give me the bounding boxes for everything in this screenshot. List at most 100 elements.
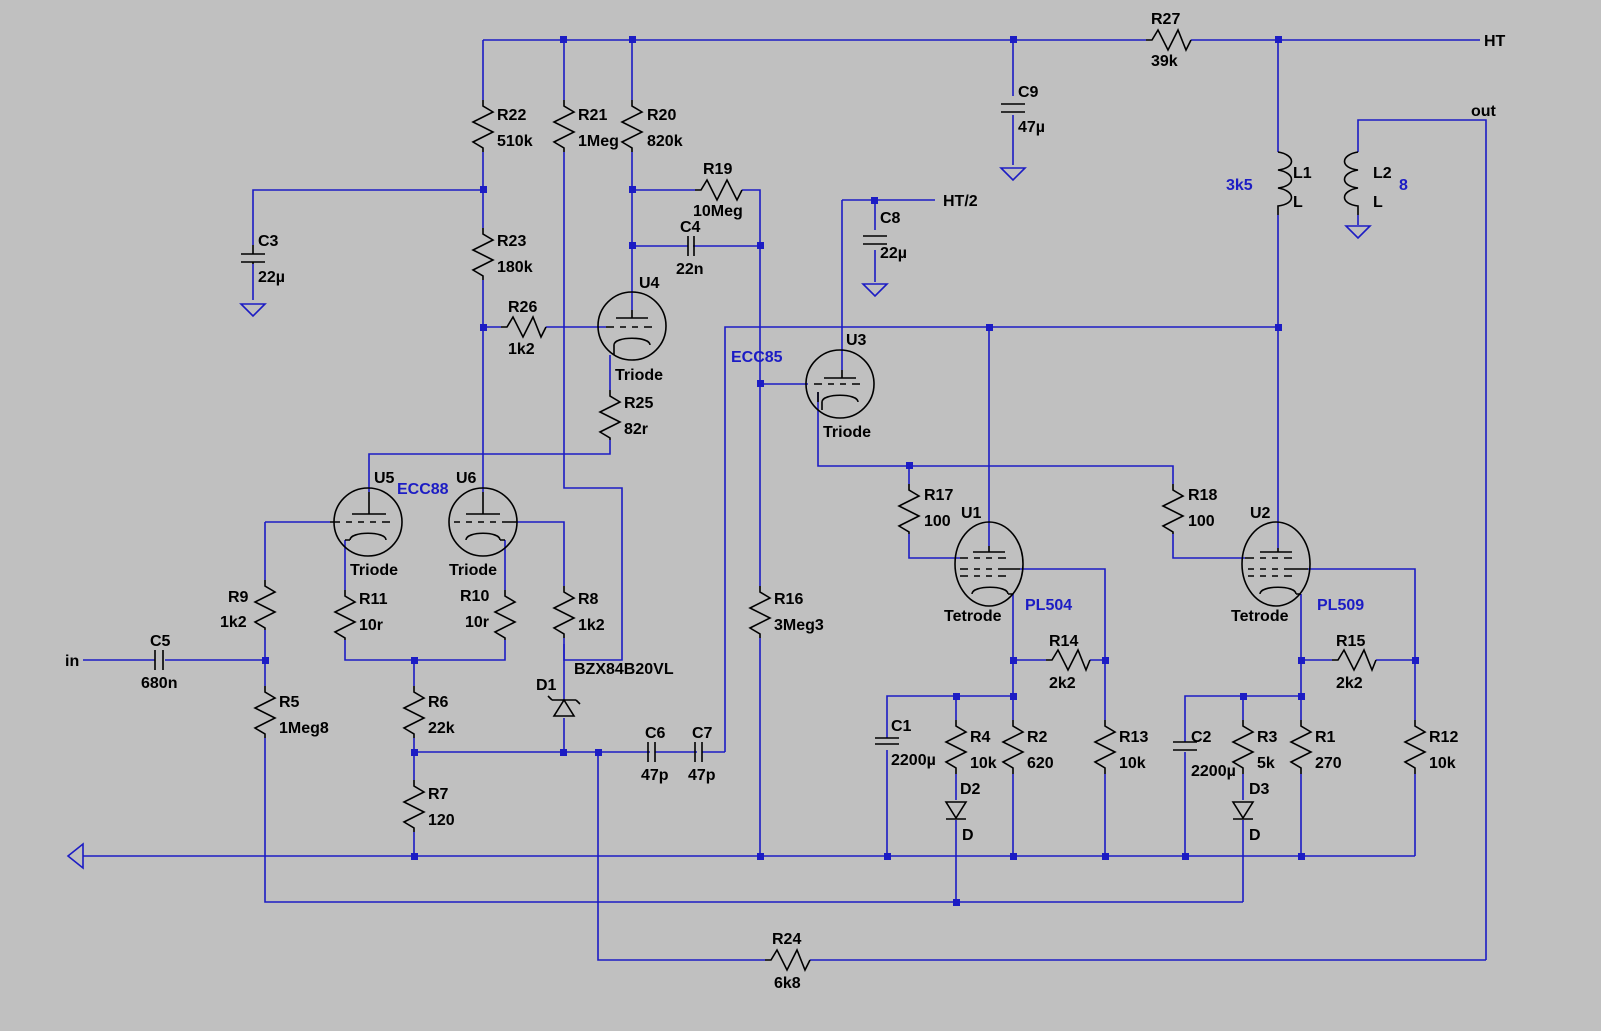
c3-value: 22µ: [258, 269, 285, 286]
r4-value: 10k: [970, 755, 997, 772]
r23-name: R23: [497, 233, 526, 250]
tube-u2: [1241, 521, 1311, 607]
r21-name: R21: [578, 107, 607, 124]
c5-value: 680n: [141, 675, 177, 692]
r9-name: R9: [228, 589, 249, 606]
r22-value: 510k: [497, 133, 533, 150]
u1-type: Tetrode: [944, 608, 1002, 625]
wires: [83, 39, 1487, 961]
c4-value: 22n: [676, 261, 704, 278]
r12-name: R12: [1429, 729, 1458, 746]
c5-name: C5: [150, 633, 171, 650]
c4-name: C4: [680, 219, 701, 236]
tubes: [330, 291, 1311, 607]
r18-value: 100: [1188, 513, 1215, 530]
r15-name: R15: [1336, 633, 1365, 650]
ground-flag-icon: [66, 842, 84, 870]
r26-name: R26: [508, 299, 537, 316]
d1-name: D1: [536, 677, 557, 694]
r16-name: R16: [774, 591, 803, 608]
net-label-out: out: [1471, 103, 1497, 120]
c2-name: C2: [1191, 729, 1212, 746]
c1-value: 2200µ: [891, 752, 936, 769]
c3-name: C3: [258, 233, 279, 250]
r6-value: 22k: [428, 720, 455, 737]
r25-value: 82r: [624, 421, 648, 438]
l2-name: L2: [1373, 165, 1392, 182]
r6-name: R6: [428, 694, 449, 711]
c7-value: 47p: [688, 767, 716, 784]
u1-name: U1: [961, 505, 982, 522]
u5-model: ECC88: [397, 481, 449, 498]
d2-name: D2: [960, 781, 981, 798]
tube-u5: [330, 487, 403, 557]
r5-value: 1Meg8: [279, 720, 329, 737]
l1-value: 3k5: [1226, 177, 1253, 194]
r3-name: R3: [1257, 729, 1278, 746]
d3-name: D3: [1249, 781, 1270, 798]
diodes: [547, 695, 1255, 820]
c6-name: C6: [645, 725, 666, 742]
r14-name: R14: [1049, 633, 1078, 650]
ground-symbols: [66, 167, 1372, 870]
net-label-ht-half: HT/2: [943, 193, 978, 210]
u3-model: ECC85: [731, 349, 783, 366]
tube-u1: [954, 521, 1024, 607]
r23-value: 180k: [497, 259, 533, 276]
u5-type: Triode: [350, 562, 398, 579]
junctions: [262, 36, 1419, 906]
u5-name: U5: [374, 470, 395, 487]
r27-value: 39k: [1151, 53, 1178, 70]
r13-value: 10k: [1119, 755, 1146, 772]
r11-value: 10r: [359, 617, 383, 634]
r18-name: R18: [1188, 487, 1217, 504]
r1-value: 270: [1315, 755, 1342, 772]
r2-name: R2: [1027, 729, 1048, 746]
component-labels: R22 510k R21 1Meg R20 820k R19 10Meg R27…: [141, 11, 1458, 992]
c7-name: C7: [692, 725, 713, 742]
r2-value: 620: [1027, 755, 1054, 772]
u2-model: PL509: [1317, 597, 1364, 614]
r5-name: R5: [279, 694, 300, 711]
r24-name: R24: [772, 931, 801, 948]
r17-value: 100: [924, 513, 951, 530]
r15-value: 2k2: [1336, 675, 1363, 692]
inductors: [1277, 151, 1359, 215]
tube-u4: [597, 291, 667, 361]
u4-type: Triode: [615, 367, 663, 384]
net-label-in: in: [65, 653, 79, 670]
r16-value: 3Meg3: [774, 617, 824, 634]
r12-value: 10k: [1429, 755, 1456, 772]
r11-name: R11: [359, 591, 388, 608]
r21-value: 1Meg: [578, 133, 619, 150]
r27-name: R27: [1151, 11, 1180, 28]
r20-value: 820k: [647, 133, 683, 150]
r9-value: 1k2: [220, 614, 247, 631]
r4-name: R4: [970, 729, 991, 746]
r8-value: 1k2: [578, 617, 605, 634]
r1-name: R1: [1315, 729, 1336, 746]
d1-value: BZX84B20VL: [574, 661, 674, 678]
resistors: [253, 28, 1427, 972]
r10-value: 10r: [465, 614, 489, 631]
r3-value: 5k: [1257, 755, 1275, 772]
d2-value: D: [962, 827, 974, 844]
r7-name: R7: [428, 786, 449, 803]
net-labels: HT HT/2 in out: [65, 33, 1506, 670]
tube-u3: [805, 349, 875, 419]
c8-value: 22µ: [880, 245, 907, 262]
r7-value: 120: [428, 812, 455, 829]
d3-value: D: [1249, 827, 1261, 844]
r10-name: R10: [460, 588, 489, 605]
u3-name: U3: [846, 332, 867, 349]
capacitors: [154, 103, 1197, 762]
r19-name: R19: [703, 161, 732, 178]
c1-name: C1: [891, 718, 912, 735]
u3-type: Triode: [823, 424, 871, 441]
net-label-ht: HT: [1484, 33, 1506, 50]
r25-name: R25: [624, 395, 653, 412]
r24-value: 6k8: [774, 975, 801, 992]
c2-value: 2200µ: [1191, 763, 1236, 780]
